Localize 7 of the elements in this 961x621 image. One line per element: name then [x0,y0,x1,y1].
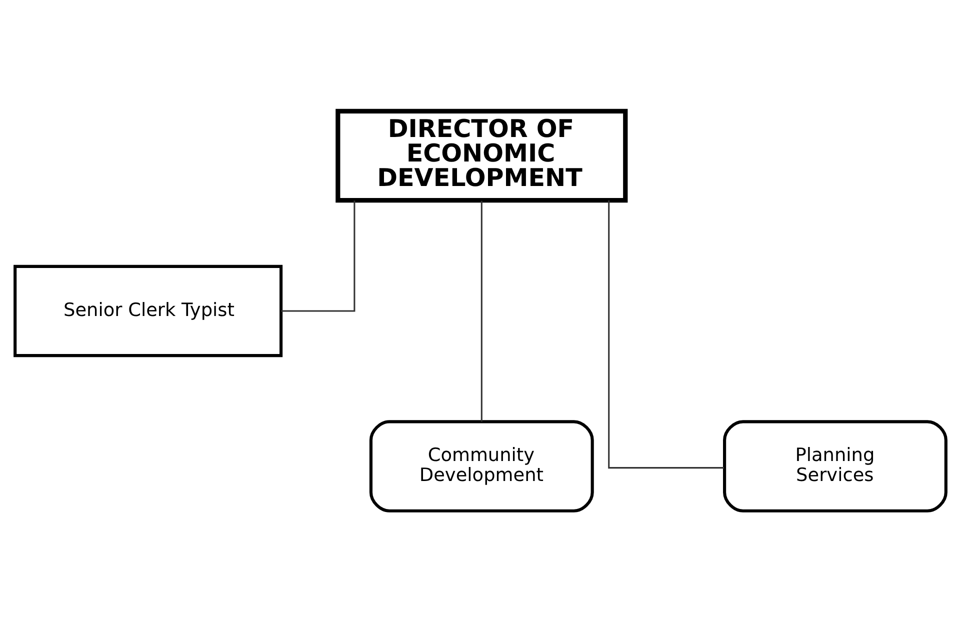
node-box: DIRECTOR OF ECONOMIC DEVELOPMENT [336,108,628,202]
node-box: Senior Clerk Typist [14,264,283,357]
connector [281,200,356,312]
connector [608,200,724,468]
node-box: Planning Services [723,420,948,512]
node-box: Community Development [369,420,594,512]
connector [480,200,482,422]
